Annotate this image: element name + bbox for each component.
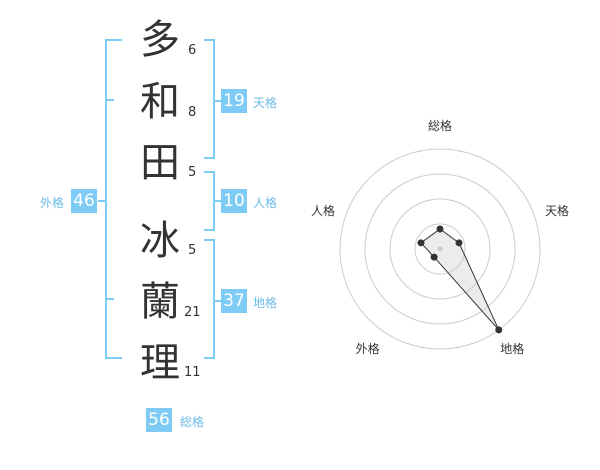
tenkaku-value: 19 [221,89,247,113]
radar-axis-label-1: 総格 [427,119,453,133]
stroke-count-3: 5 [188,165,197,180]
name-char-2: 和 [140,79,180,125]
soukaku-label: 総格 [180,415,205,429]
radar-axis-label-5: 人格 [310,204,336,218]
radar-point-5 [417,239,425,247]
name-char-3: 田 [140,140,180,186]
radar-axis-label-2: 天格 [544,204,570,218]
chikaku-label: 地格 [253,296,278,310]
chikaku-value: 37 [221,289,247,313]
stroke-count-2: 8 [188,105,197,120]
radar-ring-4 [339,148,541,350]
radar-ring-1 [414,223,466,275]
radar-point-2 [455,239,463,247]
jinkaku-value: 10 [221,189,247,213]
radar-center [437,246,443,252]
radar-point-4 [430,253,438,261]
stroke-count-6: 11 [184,365,201,380]
soukaku-value: 56 [146,408,172,432]
stroke-count-4: 5 [188,243,197,258]
name-char-1: 多 [140,17,180,63]
stroke-count-1: 6 [188,43,197,58]
jinkaku-label: 人格 [253,196,278,210]
radar-axis-label-3: 地格 [500,341,525,356]
radar-point-1 [436,225,444,233]
name-char-6: 理 [140,340,180,386]
radar-polygon [420,228,500,331]
tenkaku-bracket [204,39,215,159]
radar-ring-2 [389,198,491,300]
radar-axis-label-4: 外格 [355,341,380,356]
name-char-5: 蘭 [140,279,180,325]
chikaku-bracket [204,239,215,359]
tenkaku-label: 天格 [253,96,278,110]
stroke-count-5: 21 [184,305,201,320]
radar-point-3 [495,326,503,334]
gaikaku-bracket [105,39,122,359]
name-char-4: 冰 [140,218,180,264]
radar-ring-3 [364,173,516,325]
gaikaku-value: 46 [71,189,97,213]
gaikaku-label: 外格 [40,196,65,210]
